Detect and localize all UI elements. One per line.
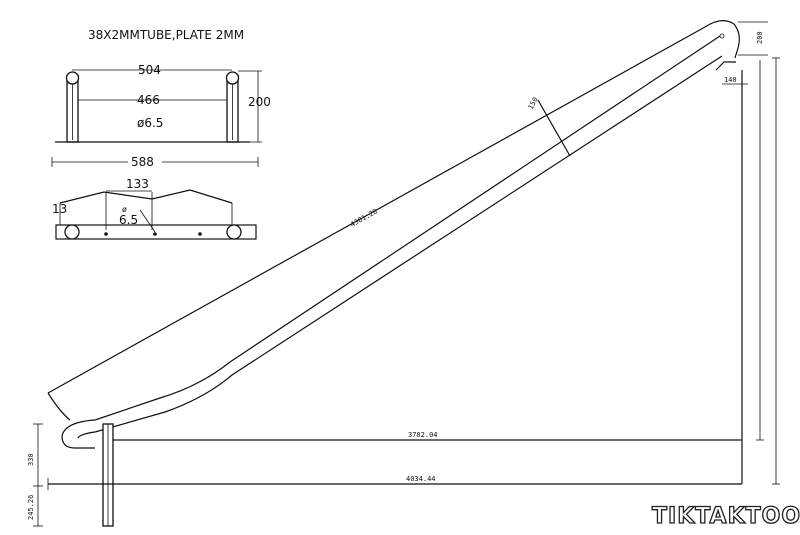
side-right-tube [226,224,242,240]
left-tube-cap [65,71,80,85]
dim-588: 588 [131,155,154,169]
dim-hole-6-5: ø6.5 [137,116,163,130]
dim-150: 150 [527,96,540,111]
dim-466: 466 [137,93,160,107]
dim-140: 140 [724,76,737,84]
dim-13: 13 [52,202,67,216]
dim-hole-symbol: ø [122,205,127,214]
dim-200-top: 200 [248,95,271,109]
side-left-tube [64,224,80,240]
dim-330: 330 [27,453,35,466]
right-tube-cap [225,71,240,85]
top-view: 504 466 ø6.5 200 588 [51,63,271,169]
dim-4381-28: 4381.28 [349,207,379,228]
side-view: 133 13 ø 6.5 [52,177,257,240]
dim-hole-value: 6.5 [119,213,138,227]
dim-504: 504 [138,63,161,77]
dim-245-26: 245.26 [27,495,35,520]
dim-3702-04: 3702.04 [408,431,438,439]
spec-text: 38X2MMTUBE,PLATE 2MM [88,28,244,42]
dim-200-right: 200 [756,31,764,44]
brand-logo: TIKTAKTOO [651,503,800,529]
slide-main-view: 150 4381.28 3702.04 4034.44 200 140 [27,20,780,527]
dim-4034-44: 4034.44 [406,475,436,483]
dim-133: 133 [126,177,149,191]
